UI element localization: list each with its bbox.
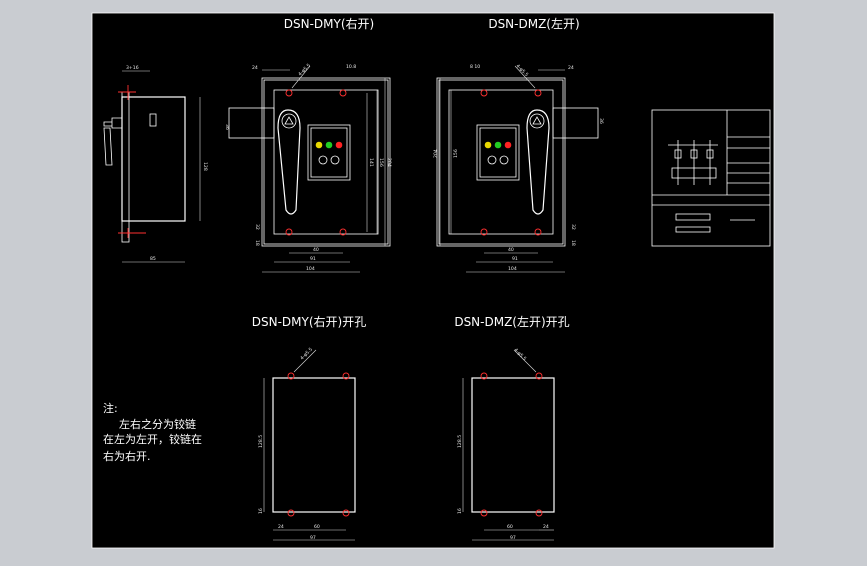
dmy-cutout-dim-16: 16: [258, 508, 264, 514]
drawing-sheet: [91, 12, 775, 549]
dmy-hole-tl: [285, 89, 293, 97]
dmy-outer-frame: [261, 77, 391, 247]
dmz-cutout-dim-60: 60: [507, 524, 513, 530]
dmz-hole-br: [534, 228, 542, 236]
dmz-lamp-yellow: [484, 141, 492, 149]
dmz-hole-bl: [480, 228, 488, 236]
side-dim-height: 128: [202, 162, 208, 171]
note-line-2: 在左为左开，铰链在: [103, 432, 202, 446]
dmy-dim-204: 204: [386, 158, 392, 167]
wiring-frame: [651, 109, 771, 247]
note-line-3: 右为右开.: [103, 449, 151, 463]
dmy-button-left: [318, 155, 328, 165]
dmy-cutout-hole-br: [342, 509, 350, 517]
side-lever: [103, 127, 113, 166]
side-bracket: [149, 113, 157, 127]
title-dmz: DSN-DMZ(左开): [488, 16, 579, 31]
dmz-dim-40: 40: [508, 247, 514, 253]
dmz-cutout-dim-16: 16: [457, 508, 463, 514]
note-label: 注:: [103, 401, 118, 415]
dmy-cutout-dim-24: 24: [278, 524, 284, 530]
dmy-button-right: [330, 155, 340, 165]
side-view: 3+16 85 128: [103, 65, 208, 263]
dmy-dim-32: 32: [254, 224, 260, 230]
dmz-handle-pivot: [529, 113, 545, 129]
dmy-lamp-green: [325, 141, 333, 149]
dmz-lamp-green: [494, 141, 502, 149]
dmz-cutout-view: 4-φ5.5 128.5 16 60 24 97: [457, 347, 555, 541]
note-line-1: 左右之分为铰链: [119, 417, 196, 431]
dmy-cutout-dim-97: 97: [310, 535, 316, 541]
dmz-dim-156: 156: [453, 149, 459, 158]
dmy-cutout-hole-bl: [287, 509, 295, 517]
dmy-dim-36: 36: [224, 124, 230, 130]
title-dmz-hole: DSN-DMZ(左开)开孔: [454, 314, 569, 329]
dmz-body: [448, 89, 554, 235]
dmz-hole-tr: [534, 89, 542, 97]
dmy-dim-91: 91: [310, 256, 316, 262]
dmy-handle-pivot: [281, 113, 297, 129]
dmz-cutout-hole-tl: [480, 372, 488, 380]
dmz-dim-32: 32: [570, 224, 576, 230]
dmy-dim-24: 24: [252, 65, 258, 71]
dmy-cutout-dim-height: 128.5: [258, 435, 264, 448]
dmy-hole-tr: [339, 89, 347, 97]
dmy-hole-br: [339, 228, 347, 236]
dmz-dim-104: 104: [508, 266, 517, 272]
dmy-dim-18: 18: [254, 240, 260, 246]
dmz-lamp-red: [504, 141, 512, 149]
dmz-dim-18: 18: [570, 240, 576, 246]
dmz-dim-204: 204: [433, 149, 439, 158]
dmz-dim-24: 24: [568, 65, 574, 71]
dmy-hole-bl: [285, 228, 293, 236]
dmz-front-view: 8 10 4-φ5.5 24 36 204 156 32 18 40 91 10…: [433, 63, 604, 273]
dmz-outer-frame: [436, 77, 566, 247]
dmz-cutout-hole-bl: [480, 509, 488, 517]
dmy-front-view: 24 4-φ5.5 10.8 36 141 156 204 32 18 40 9…: [224, 63, 392, 273]
dmy-handle: [277, 109, 301, 215]
dmz-handle: [526, 109, 550, 215]
dmy-dim-141: 141: [368, 158, 374, 167]
dmz-cutout-dim-height: 128.5: [457, 435, 463, 448]
dmz-dim-91: 91: [512, 256, 518, 262]
notes-block: 注: 左右之分为铰链 在左为左开，铰链在 右为右开.: [103, 401, 202, 463]
side-dim-top: 3+16: [126, 65, 139, 71]
dmy-indicator-panel: [307, 124, 351, 181]
title-dmy-hole: DSN-DMY(右开)开孔: [252, 314, 366, 329]
side-dim-bottom: 85: [150, 256, 156, 262]
dmz-button-left: [487, 155, 497, 165]
dmy-cutout-dim-60: 60: [314, 524, 320, 530]
dmz-button-right: [499, 155, 509, 165]
dmz-cutout-dim-24: 24: [543, 524, 549, 530]
dmz-dim-36: 36: [598, 118, 604, 124]
dmz-cutout-rect: [471, 377, 555, 513]
dmy-shaft: [228, 107, 275, 139]
dmy-dim-108: 10.8: [346, 64, 356, 70]
dmy-body: [273, 89, 379, 235]
dmy-dim-156: 156: [378, 158, 384, 167]
dmz-cutout-hole-tr: [535, 372, 543, 380]
dmy-cutout-hole-tl: [287, 372, 295, 380]
side-handle: [103, 117, 123, 129]
dmy-cutout-hole-tr: [342, 372, 350, 380]
dmz-indicator-panel: [476, 124, 520, 181]
title-dmy: DSN-DMY(右开): [284, 16, 374, 31]
dmz-cutout-hole-br: [535, 509, 543, 517]
dmz-shaft: [552, 107, 599, 139]
dmz-dim-810: 8 10: [470, 64, 480, 70]
dmz-cutout-dim-97: 97: [510, 535, 516, 541]
dmy-dim-40: 40: [313, 247, 319, 253]
wiring-diagram: [651, 109, 771, 247]
dmy-dim-104: 104: [306, 266, 315, 272]
dmz-hole-tl: [480, 89, 488, 97]
dmy-lamp-red: [335, 141, 343, 149]
dmy-lamp-yellow: [315, 141, 323, 149]
dmy-cutout-rect: [272, 377, 356, 513]
